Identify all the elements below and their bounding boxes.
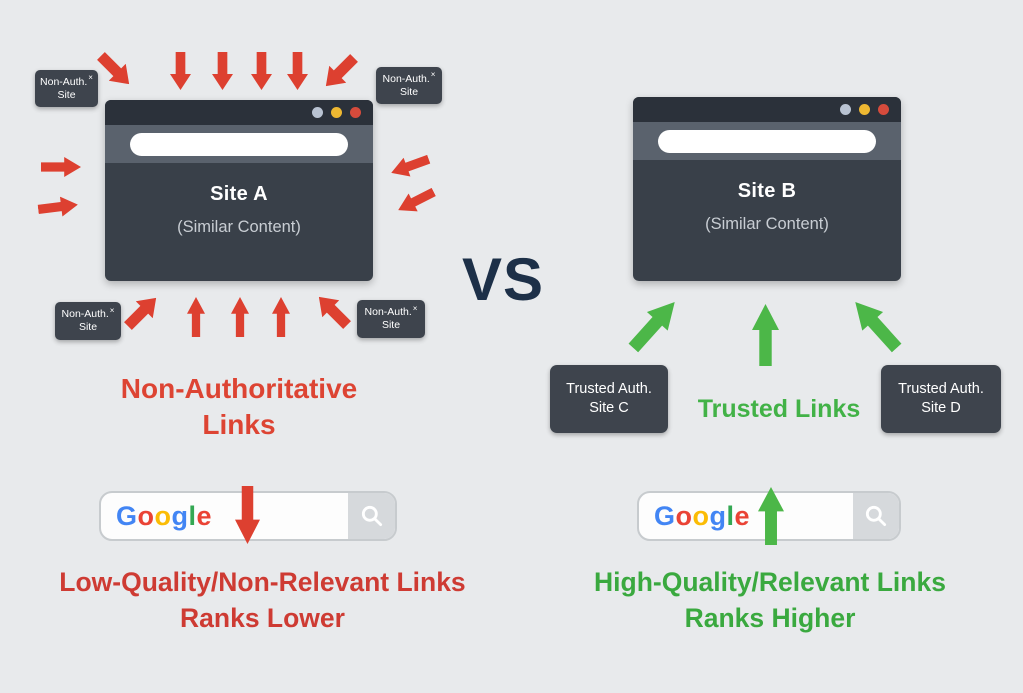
site-a-title: Site A	[210, 183, 268, 205]
green-arrow-icon	[752, 304, 779, 366]
non-auth-site-box-top-right: Non-Auth.× Site	[376, 67, 442, 104]
google-logo-letter: g	[171, 500, 189, 531]
non-auth-label-line1: Non-Auth.×	[61, 305, 115, 321]
site-b-subtitle: (Similar Content)	[705, 215, 829, 233]
window-dot-icon	[859, 104, 870, 115]
magnifier-icon	[361, 505, 382, 527]
google-logo-letter: o	[675, 500, 693, 531]
google-logo-letter: o	[692, 500, 710, 531]
non-auth-label-line2: Site	[57, 88, 76, 101]
non-auth-label-line1: Non-Auth.×	[382, 70, 436, 86]
red-arrow-icon	[41, 157, 81, 177]
red-arrow-icon	[388, 150, 432, 182]
trusted-label-line1: Trusted Auth.	[898, 381, 984, 397]
google-logo-letter: o	[137, 500, 155, 531]
red-arrow-icon	[251, 52, 272, 90]
site-b-title: Site B	[737, 180, 797, 202]
caption-line: Links	[202, 409, 276, 440]
google-logo-letter: o	[154, 500, 172, 531]
spam-x-mark: ×	[412, 303, 418, 313]
non-auth-site-box-bottom-right: Non-Auth.× Site	[357, 300, 425, 338]
trusted-label-line1: Trusted Auth.	[566, 381, 652, 397]
browser-window-site-b: Site B (Similar Content)	[633, 97, 901, 281]
url-field	[658, 129, 876, 153]
site-a-subtitle: (Similar Content)	[177, 218, 301, 236]
non-auth-site-box-top-left: Non-Auth.× Site	[35, 70, 98, 107]
red-arrow-icon	[170, 52, 191, 90]
non-auth-label-line2: Site	[78, 321, 98, 333]
red-arrow-icon	[287, 52, 308, 90]
google-logo-letter: G	[116, 500, 138, 531]
non-auth-label-text: Non-Auth.	[382, 72, 430, 85]
vs-label: VS	[462, 246, 545, 313]
red-arrow-icon	[187, 297, 205, 337]
window-dot-icon	[878, 104, 889, 115]
magnifier-icon	[865, 505, 887, 527]
google-logo: Google	[639, 501, 750, 532]
window-content: Site B (Similar Content)	[633, 160, 901, 234]
red-arrow-icon	[317, 49, 362, 94]
spam-x-mark: ×	[88, 73, 93, 82]
non-auth-label-line1: Non-Auth.×	[364, 303, 418, 319]
spam-x-mark: ×	[430, 70, 436, 79]
trusted-links-caption: Trusted Links	[697, 395, 861, 423]
non-auth-label-text: Non-Auth.	[61, 308, 109, 320]
window-titlebar	[633, 97, 901, 122]
non-authoritative-links-caption: Non-Authoritative Links	[64, 371, 414, 443]
browser-window-site-a: Site A (Similar Content)	[105, 100, 373, 281]
low-quality-result-caption: Low-Quality/Non-Relevant Links Ranks Low…	[40, 564, 485, 636]
search-button-segment	[853, 493, 899, 539]
result-line: Low-Quality/Non-Relevant Links	[59, 567, 466, 597]
non-auth-label-line2: Site	[381, 319, 401, 331]
result-line: Ranks Higher	[684, 603, 856, 633]
google-logo-letter: l	[188, 500, 197, 531]
spam-x-mark: ×	[109, 305, 115, 315]
window-titlebar	[105, 100, 373, 125]
result-line: High-Quality/Relevant Links	[594, 567, 946, 597]
window-dot-icon	[312, 107, 323, 118]
red-arrow-icon	[37, 195, 79, 220]
result-line: Ranks Lower	[180, 603, 345, 633]
red-arrow-icon	[231, 297, 249, 337]
window-urlbar-row	[105, 125, 373, 163]
window-content: Site A (Similar Content)	[105, 163, 373, 237]
red-arrow-icon	[119, 289, 164, 334]
google-logo-letter: G	[654, 500, 676, 531]
trusted-label-line2: Site D	[921, 400, 961, 416]
google-logo-letter: l	[726, 500, 735, 531]
trusted-site-c-box: Trusted Auth. Site C	[550, 365, 668, 433]
caption-line: Non-Authoritative	[120, 373, 358, 404]
non-auth-site-box-bottom-left: Non-Auth.× Site	[55, 302, 121, 340]
non-auth-label-text: Non-Auth.	[364, 306, 412, 318]
red-arrow-icon	[310, 288, 355, 333]
green-arrow-icon	[845, 293, 907, 358]
window-dot-icon	[331, 107, 342, 118]
url-field	[130, 132, 348, 156]
window-urlbar-row	[633, 122, 901, 160]
red-arrow-icon	[272, 297, 290, 337]
google-logo-letter: g	[709, 500, 727, 531]
search-button-segment	[348, 493, 395, 539]
red-arrow-icon	[394, 183, 439, 219]
trusted-site-d-box: Trusted Auth. Site D	[881, 365, 1001, 433]
google-logo: Google	[101, 501, 212, 532]
google-logo-letter: e	[196, 500, 213, 531]
google-logo-letter: e	[734, 500, 751, 531]
non-auth-label-line2: Site	[399, 85, 419, 98]
high-quality-result-caption: High-Quality/Relevant Links Ranks Higher	[590, 564, 950, 636]
red-arrow-icon	[212, 52, 233, 90]
green-arrow-icon	[623, 293, 685, 358]
trusted-label-line2: Site C	[589, 400, 629, 416]
non-auth-label-text: Non-Auth.	[40, 75, 88, 88]
window-dot-icon	[840, 104, 851, 115]
non-auth-label-line1: Non-Auth.×	[40, 73, 93, 89]
red-arrow-icon	[92, 47, 137, 92]
window-dot-icon	[350, 107, 361, 118]
